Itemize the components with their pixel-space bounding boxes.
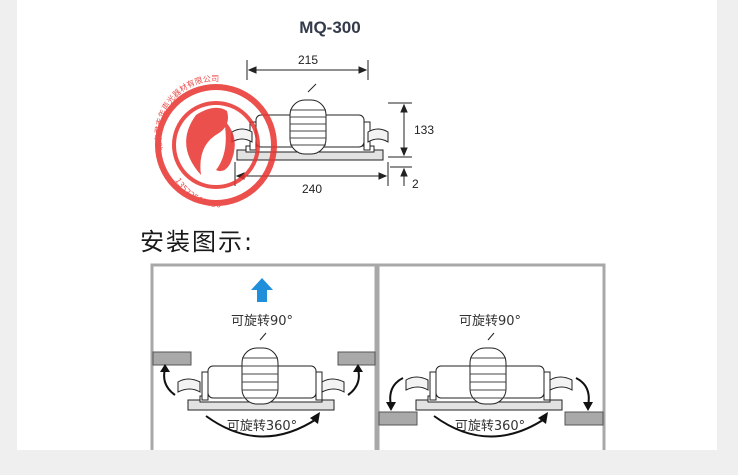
ceiling-block: [564, 411, 604, 426]
dim-240-label: 240: [302, 182, 322, 196]
rotate-360-arc-icon: [205, 415, 319, 438]
right-rotate-90-label: 可旋转90°: [459, 314, 521, 329]
arrow-up-icon: [251, 278, 273, 302]
model-title: MQ-300: [299, 18, 361, 37]
ceiling-block: [337, 351, 376, 366]
dim-215-label: 215: [298, 53, 318, 67]
ceiling-block: [152, 351, 192, 366]
rotate-up-arrow-icon: [163, 368, 176, 396]
ceiling-block: [378, 411, 418, 426]
rotate-up-arrow-icon: [347, 368, 360, 396]
left-rotate-90-label: 可旋转90°: [231, 314, 293, 329]
rotate-down-arrow-icon: [389, 377, 404, 407]
rotate-down-arrow-icon: [575, 377, 590, 407]
panel-right: [376, 263, 606, 450]
rotate-360-arc-icon: [433, 415, 547, 438]
dim-133-label: 133: [414, 123, 434, 137]
product-sheet: [17, 0, 717, 450]
right-rotate-360-label: 可旋转360°: [455, 419, 525, 434]
speaker-left: [177, 332, 345, 411]
speaker-right: [405, 332, 573, 411]
dim-2-label: 2: [412, 177, 419, 191]
left-rotate-360-label: 可旋转360°: [227, 419, 297, 434]
panel-left: [150, 263, 378, 450]
speaker-side-view: [231, 83, 389, 161]
install-heading: 安装图示:: [140, 228, 255, 256]
